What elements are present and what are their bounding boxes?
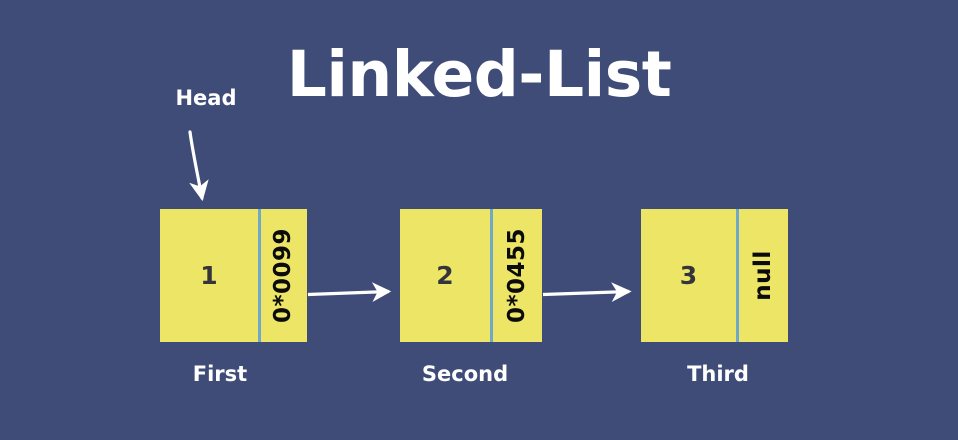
node-pointer-cell: 0*0455 [493, 209, 542, 342]
link-arrow-first-to-second [307, 282, 392, 303]
node-pointer-cell: null [739, 209, 788, 342]
node-value: 2 [436, 261, 454, 290]
node-value: 1 [200, 261, 218, 290]
node-data-cell: 1 [160, 209, 258, 342]
node-cell-divider [490, 209, 493, 342]
list-node-first[interactable]: 1 0*0099 [160, 209, 307, 342]
list-node-second[interactable]: 2 0*0455 [400, 209, 542, 342]
node-pointer-null: null [750, 250, 777, 301]
diagram-title: Linked-List [286, 38, 672, 111]
node-pointer-address: 0*0099 [270, 227, 297, 324]
node-data-cell: 2 [400, 209, 490, 342]
link-arrow-second-to-third [542, 282, 632, 303]
node-value: 3 [679, 261, 698, 290]
node-data-cell: 3 [641, 209, 736, 342]
node-pointer-address: 0*0455 [504, 227, 531, 324]
node-caption-third: Third [687, 362, 749, 386]
list-node-third[interactable]: 3 null [641, 209, 788, 342]
head-label: Head [175, 86, 237, 110]
head-pointer-arrow-icon [188, 130, 209, 202]
node-caption-first: First [192, 362, 248, 386]
node-caption-second: Second [421, 362, 509, 386]
node-cell-divider [258, 209, 261, 342]
node-pointer-cell: 0*0099 [261, 209, 307, 342]
node-cell-divider [736, 209, 739, 342]
